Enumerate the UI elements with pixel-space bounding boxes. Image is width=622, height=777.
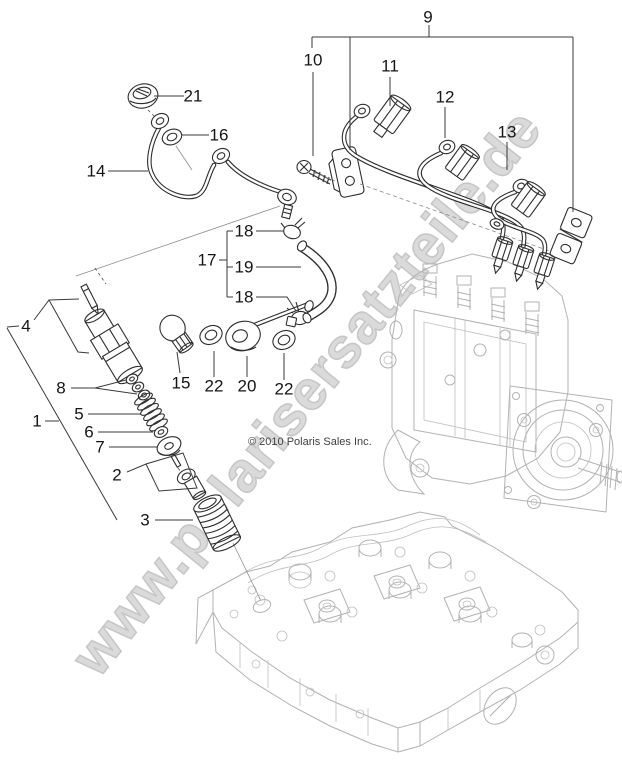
nozzle-nut-3 xyxy=(193,494,242,552)
callout-label-17: 17 xyxy=(197,250,217,270)
callout-label-11: 11 xyxy=(381,56,399,76)
shims-8 xyxy=(125,373,151,401)
callout-label-6: 6 xyxy=(84,422,94,442)
nut-21 xyxy=(127,83,159,109)
callout-label-7: 7 xyxy=(95,437,105,457)
callout-label-19: 19 xyxy=(234,257,254,277)
bracket-left-9 xyxy=(328,146,365,198)
callout-label-13: 13 xyxy=(497,122,517,142)
banjo-fitting-20 xyxy=(225,300,314,352)
callout-label-9: 9 xyxy=(423,7,433,27)
callout-label-3: 3 xyxy=(140,510,150,530)
valve-2 xyxy=(176,468,207,501)
fuel-line-12 xyxy=(417,139,527,251)
callout-label-18: 18 xyxy=(234,287,254,307)
fuel-pipe-14 xyxy=(147,112,297,220)
rail-union-nuts xyxy=(489,218,556,291)
callout-label-1: 1 xyxy=(32,411,42,431)
injector-body-4 xyxy=(84,308,143,385)
hose-19 xyxy=(296,240,337,324)
bracket-right-9 xyxy=(549,207,593,265)
plug-15 xyxy=(159,314,194,354)
callout-label-8: 8 xyxy=(56,378,66,398)
washer-22-left xyxy=(199,324,223,346)
pin xyxy=(170,454,182,468)
callout-label-4: 4 xyxy=(21,316,31,336)
callout-label-21: 21 xyxy=(183,86,203,106)
washer-16 xyxy=(161,128,183,146)
cylinder-head xyxy=(195,511,579,753)
callout-label-5: 5 xyxy=(74,404,84,424)
callout-label-10: 10 xyxy=(303,50,323,70)
injection-pump xyxy=(379,253,622,513)
callout-label-16: 16 xyxy=(209,125,229,145)
callout-label-14: 14 xyxy=(86,161,106,181)
callout-label-22: 22 xyxy=(204,376,224,396)
fuel-line-13 xyxy=(490,178,548,258)
leader-lines xyxy=(6,25,574,521)
screw-10 xyxy=(296,159,332,185)
hose-clamp-18-top xyxy=(280,217,306,240)
washer-22-right xyxy=(272,329,296,351)
copyright-text: © 2010 Polaris Sales Inc. xyxy=(248,436,372,448)
callout-label-18: 18 xyxy=(234,221,254,241)
callout-label-15: 15 xyxy=(171,373,191,393)
callout-label-22: 22 xyxy=(274,379,294,399)
callout-label-2: 2 xyxy=(112,465,122,485)
injector-needle xyxy=(80,283,99,316)
callout-label-20: 20 xyxy=(237,376,257,396)
callout-label-12: 12 xyxy=(435,87,455,107)
spring-seat-7 xyxy=(156,436,182,456)
spring-5 xyxy=(134,392,168,432)
washer-6 xyxy=(153,426,169,438)
